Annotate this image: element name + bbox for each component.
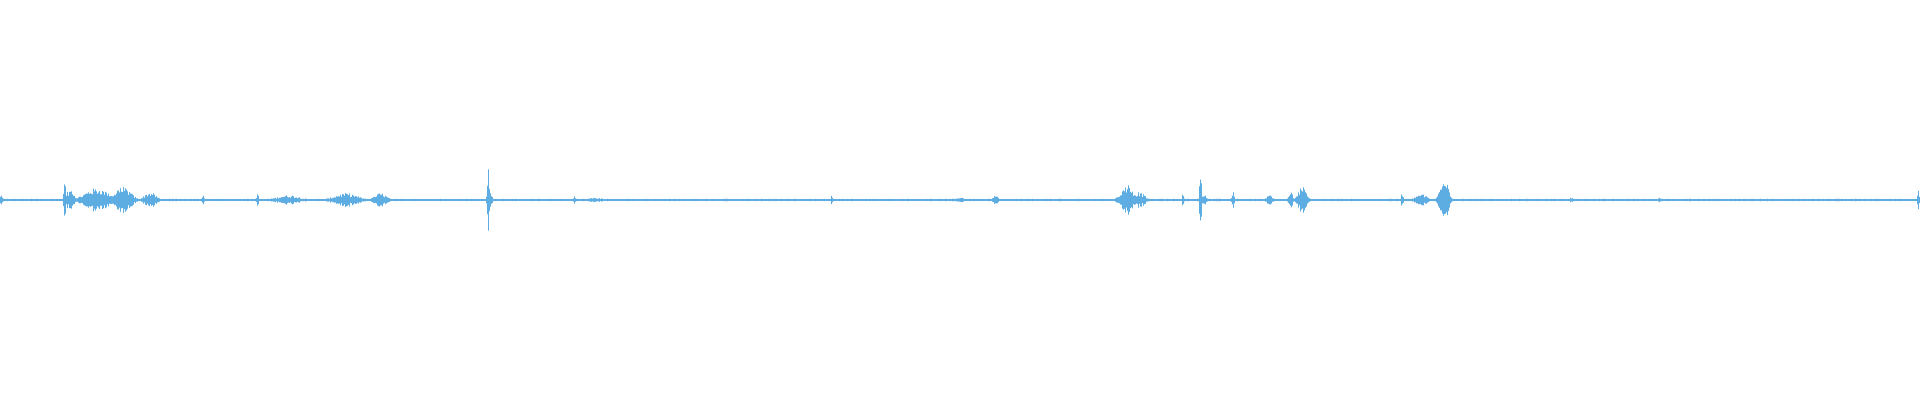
waveform-burst-19	[1112, 199, 1115, 201]
waveform-burst-26	[1285, 192, 1296, 208]
waveform-burst-6	[200, 195, 206, 205]
waveform-burst-7	[254, 194, 261, 206]
waveform-burst-21	[1180, 194, 1187, 206]
waveform-burst-25	[1262, 195, 1278, 205]
waveform-burst-13	[571, 196, 578, 204]
waveform-burst-16	[950, 197, 971, 203]
waveform-burst-11	[485, 169, 491, 231]
waveform-burst-14	[578, 197, 615, 203]
waveform-noise-floor	[6, 198, 1915, 202]
waveform-burst-20	[1140, 193, 1154, 207]
waveform-burst-9	[317, 193, 375, 207]
waveform-burst-1	[62, 184, 68, 216]
waveform-burst-18	[1115, 185, 1140, 215]
waveform-burst-23	[1204, 195, 1210, 205]
waveform-burst-30	[1436, 184, 1455, 216]
waveform-burst-5	[143, 193, 165, 207]
waveform-burst-4	[125, 188, 143, 212]
waveform-burst-24	[1230, 192, 1236, 208]
waveform-burst-22	[1197, 179, 1204, 221]
waveform-burst-8	[261, 195, 317, 205]
waveform-burst-28	[1399, 194, 1405, 206]
waveform-burst-15	[829, 195, 835, 205]
waveform-burst-33	[1915, 190, 1920, 210]
waveform-burst-3	[80, 187, 125, 213]
waveform-burst-2	[59, 191, 80, 209]
waveform-burst-31	[1565, 197, 1577, 203]
waveform-burst-27	[1296, 187, 1312, 213]
waveform-burst-0	[0, 195, 6, 205]
waveform-burst-29	[1406, 194, 1436, 206]
waveform-burst-32	[1654, 197, 1665, 203]
waveform-burst-12	[484, 196, 496, 204]
waveform-burst-17	[987, 196, 1003, 204]
waveform-burst-10	[375, 193, 395, 207]
